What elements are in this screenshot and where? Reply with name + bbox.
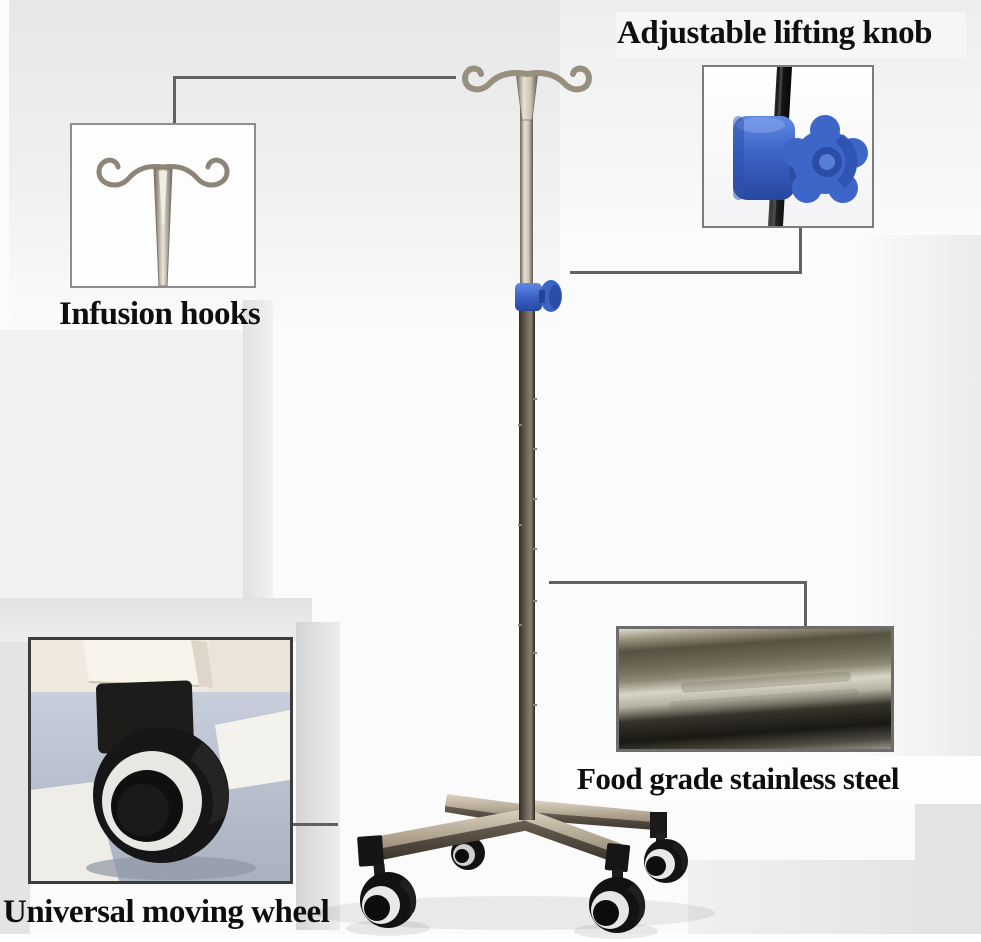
infusion-hooks-top [462,65,592,93]
callout-line-hooks-horizontal [173,76,456,79]
star-knob [782,115,868,203]
label-adjustable-lifting-knob: Adjustable lifting knob [617,15,932,51]
callout-line-knob-vertical [799,228,802,274]
pole-adjustment-ticks [518,398,537,706]
knob-detail-inset [702,65,874,228]
caster-front-right [589,869,646,933]
callout-line-wheel-horizontal [293,823,338,826]
label-universal-moving-wheel: Universal moving wheel [3,894,330,930]
caster-wheel-icon [31,640,290,881]
label-infusion-hooks: Infusion hooks [59,296,261,332]
pole [515,71,539,820]
callout-line-steel-horizontal [549,581,807,584]
callout-line-steel-vertical [804,581,807,626]
hooks-detail-inset [70,123,256,288]
blue-clamp-knob-icon [733,67,868,226]
steel-detail-inset [616,626,894,752]
base-front-legs [357,808,631,872]
iv-hooks-icon [96,157,230,286]
caster-back-right [644,834,688,883]
callout-line-knob-horizontal [570,271,802,274]
caster-back-left [451,836,485,870]
callout-line-hooks-vertical [173,76,176,123]
label-food-grade-stainless-steel: Food grade stainless steel [577,761,899,796]
caster-front-left [360,863,417,928]
wheel-detail-inset [28,637,293,884]
lifting-knob-on-pole [515,280,562,312]
